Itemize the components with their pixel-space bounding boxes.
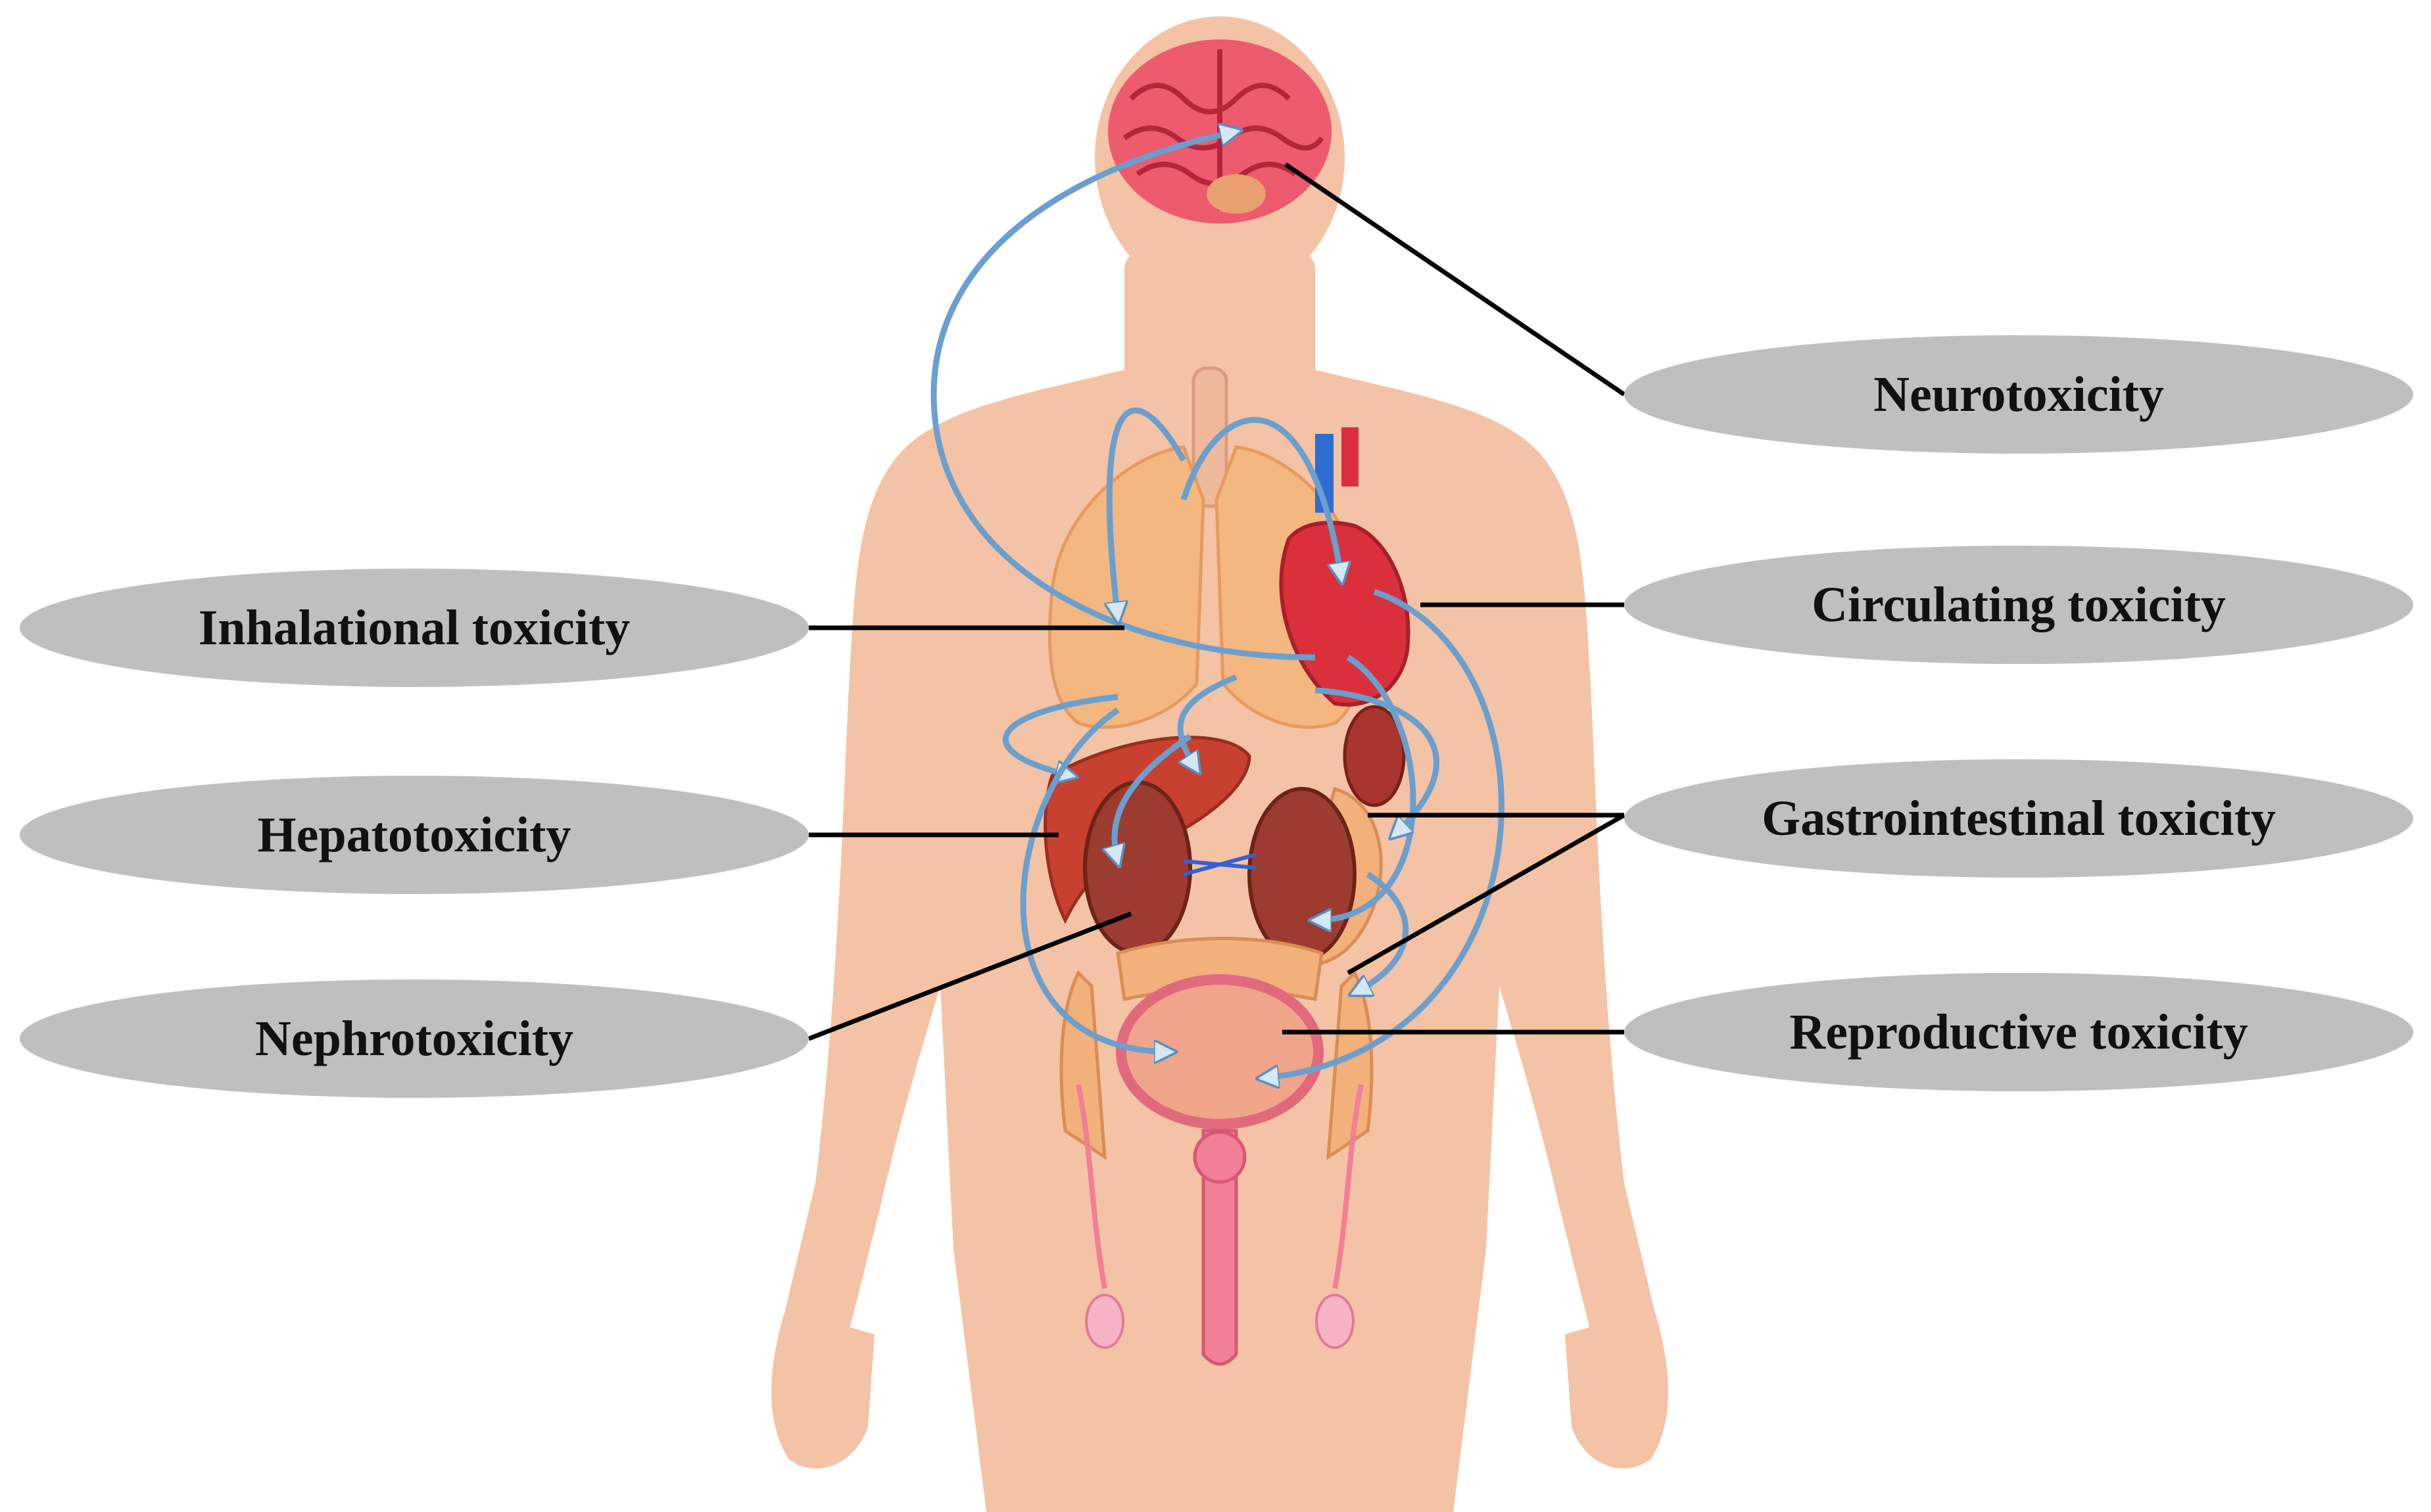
label-circulating-text: Circulating toxicity xyxy=(1812,577,2226,632)
renal-vessels xyxy=(1183,853,1257,876)
label-neurotoxicity: Neurotoxicity xyxy=(1624,335,2413,454)
arrow-to-intestine xyxy=(1355,872,1409,993)
label-hepatotoxicity-text: Hepatotoxicity xyxy=(257,807,571,862)
brain xyxy=(1108,39,1332,224)
leader-nephrotoxicity xyxy=(807,911,1132,1041)
label-inhalational: Inhalational toxicity xyxy=(20,569,809,687)
arrow-to-brain xyxy=(930,131,1316,661)
arrow-to-liver xyxy=(1003,694,1119,776)
left-hand xyxy=(771,1308,875,1469)
leader-lines xyxy=(807,162,1625,1041)
label-neurotoxicity-text: Neurotoxicity xyxy=(1873,367,2164,422)
label-gastrointestinal: Gastrointestinal toxicity xyxy=(1624,759,2413,878)
arrow-to-heart xyxy=(1180,417,1341,579)
trachea xyxy=(1191,366,1228,508)
label-circulating: Circulating toxicity xyxy=(1624,546,2413,664)
label-reproductive: Reproductive toxicity xyxy=(1624,973,2413,1091)
circulation-arrows xyxy=(930,131,1504,1078)
reproductive-organs xyxy=(1076,1084,1364,1366)
label-reproductive-text: Reproductive toxicity xyxy=(1789,1004,2248,1060)
label-gastrointestinal-text: Gastrointestinal toxicity xyxy=(1762,791,2276,846)
label-inhalational-text: Inhalational toxicity xyxy=(199,600,631,655)
arrow-to-stomach xyxy=(1177,674,1238,769)
leader-neurotoxicity xyxy=(1284,162,1625,396)
leader-gastrointestinal-2 xyxy=(1347,813,1625,976)
arrow-to-bladder-right xyxy=(1263,588,1504,1078)
right-kidney xyxy=(1247,787,1357,962)
spleen xyxy=(1343,705,1406,807)
label-hepatotoxicity: Hepatotoxicity xyxy=(20,776,809,894)
arrow-to-left-kidney xyxy=(1115,734,1192,861)
arrow-to-gi xyxy=(1314,687,1439,835)
arrow-to-bladder-left xyxy=(1020,707,1170,1052)
label-nephrotoxicity: Nephrotoxicity xyxy=(20,980,809,1098)
arrow-to-right-kidney xyxy=(1315,655,1416,920)
label-nephrotoxicity-text: Nephrotoxicity xyxy=(255,1011,573,1066)
arrow-to-lung xyxy=(1109,407,1186,618)
right-hand xyxy=(1565,1308,1668,1469)
